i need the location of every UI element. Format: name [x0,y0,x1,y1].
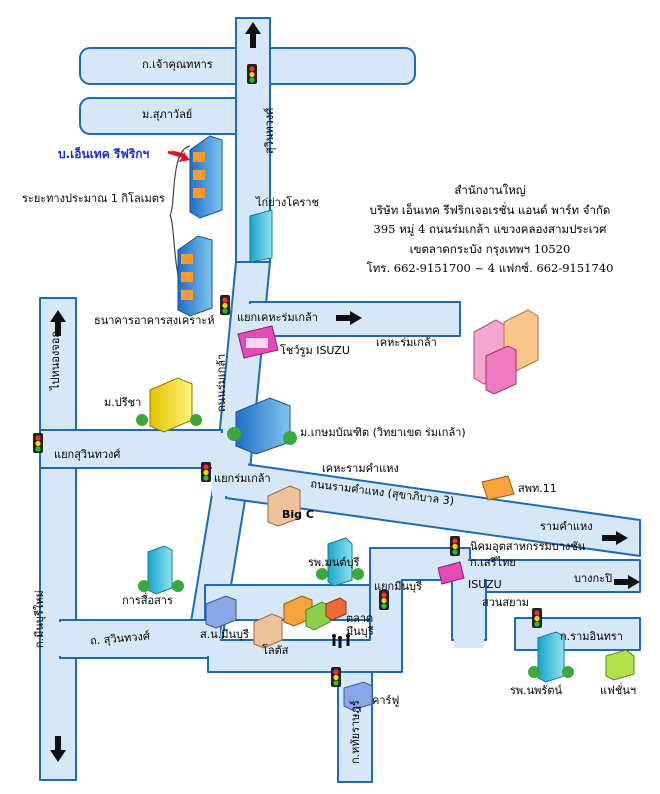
arrow-icon [245,22,261,48]
label-kheha-ramkhamhaeng: เคหะรามคำแหง [322,462,399,475]
building-icon [147,135,635,711]
label-road-romklao: ถนนร่มเกล้า [215,353,228,412]
label-kheha-romklao: เคหะร่มเกล้า [376,336,437,349]
label-junction-kheha-romklao: แยกเคหะร่มเกล้า [237,311,318,324]
tree-icon [136,414,574,678]
label-isuzu: ISUZU [468,578,502,591]
label-seri-thai: ก.เสรีไทย [470,556,516,569]
traffic-light-icon [379,590,389,610]
label-junction-romklao: แยกร่มเกล้า [214,472,271,485]
label-road-su-phawan: ม.สุภาวัลย์ [142,108,193,121]
label-lotus: โลตัส [262,644,289,657]
traffic-light-icon [33,433,43,453]
road-min-buri [39,297,77,781]
hq-address-line-1: 395 หมู่ 4 ถนนร่มเกล้า แขวงคลองสามประเวศ [373,222,607,236]
arrow-icon [336,311,362,325]
hq-company: บริษัท เอ็นเทค รีฟริกเจอเรชั่น แอนด์ พาร… [369,202,611,217]
label-nong-chok: ไปหนองจอก [49,331,62,390]
traffic-light-icon [331,667,341,687]
hq-contact: โทร. 662-9151700 ~ 4 แฟกซ์. 662-9151740 [366,261,614,275]
headquarters-info: สำนักงานใหญ่ บริษัท เอ็นเทค รีฟริกเจอเรช… [345,181,635,279]
traffic-light-icon [450,536,460,556]
label-fashion: แฟชั่นฯ [600,684,637,697]
arrow-icon [50,22,640,762]
label-communications: การสื่อสาร [122,594,173,607]
label-market-min-buri: ตลาด มีนบุรี [346,612,374,638]
label-road-chao-khun-thahan: ก.เจ้าคุณทหาร [142,58,213,71]
label-carrefour: คาร์ฟู [372,694,400,707]
traffic-light-icon [247,64,257,84]
label-hospital-min-buri: รพ.มนต์บุรี [308,556,360,569]
label-big-c: Big C [282,508,314,521]
label-prisa: ม.ปรีชา [104,396,142,409]
traffic-light-icon [532,608,542,628]
arrow-icon [50,736,66,762]
label-hospital-noppharat: รพ.นพรัตน์ [510,684,562,697]
hq-address-line-2: เขตลาดกระบัง กรุงเทพฯ 10520 [409,241,571,256]
hq-title: สำนักงานใหญ่ [454,183,526,197]
label-ramkhamhaeng: รามคำแหง [540,520,593,533]
arrow-icon [50,310,66,336]
label-distance: ระยะทางประมาณ 1 กิโลเมตร [22,192,165,205]
label-school-min-buri: ส.น.มีนบุรี [200,628,249,641]
people-icon [332,634,350,648]
label-junction-suwinthawong: แยกสุวินทวงศ์ [54,448,121,461]
label-pho-tho-tho: สพท.11 [518,482,557,495]
traffic-light-icon [220,295,230,315]
label-suan-siam: สวนสยาม [482,596,529,609]
label-junction-min-buri: แยกมีนบุรี [374,580,422,593]
traffic-light-icon [201,462,211,482]
label-ram-inthra: ก.รามอินทรา [560,630,623,643]
label-kasem-bundit: ม.เกษมบัณฑิต (วิทยาเขต ร่มเกล้า) [300,426,466,439]
label-hathai-rat: ก.หทัยราษฎร์ [349,700,362,764]
arrow-icon [614,575,640,589]
label-bang-kapi: บางกะปิ [574,572,613,585]
company-marker-label: บ.เอ็นเทค รีฟริกฯ [58,147,150,161]
label-min-buri-road: ก.มีนบุรีใหม่ [33,590,46,648]
label-showroom-isuzu: โชว์รูม ISUZU [280,344,350,357]
label-bank: ธนาคารอาคารสงเคราะห์ [94,314,215,327]
label-kai-yang: ไก่ย่างโคราช [256,196,320,209]
label-industrial-estate: นิคมอุตสาหกรรมบางชัน [470,540,586,553]
label-road-suwinthawong-vertical: สุวินทวงศ์ [263,107,276,154]
arrow-icon [602,531,628,545]
